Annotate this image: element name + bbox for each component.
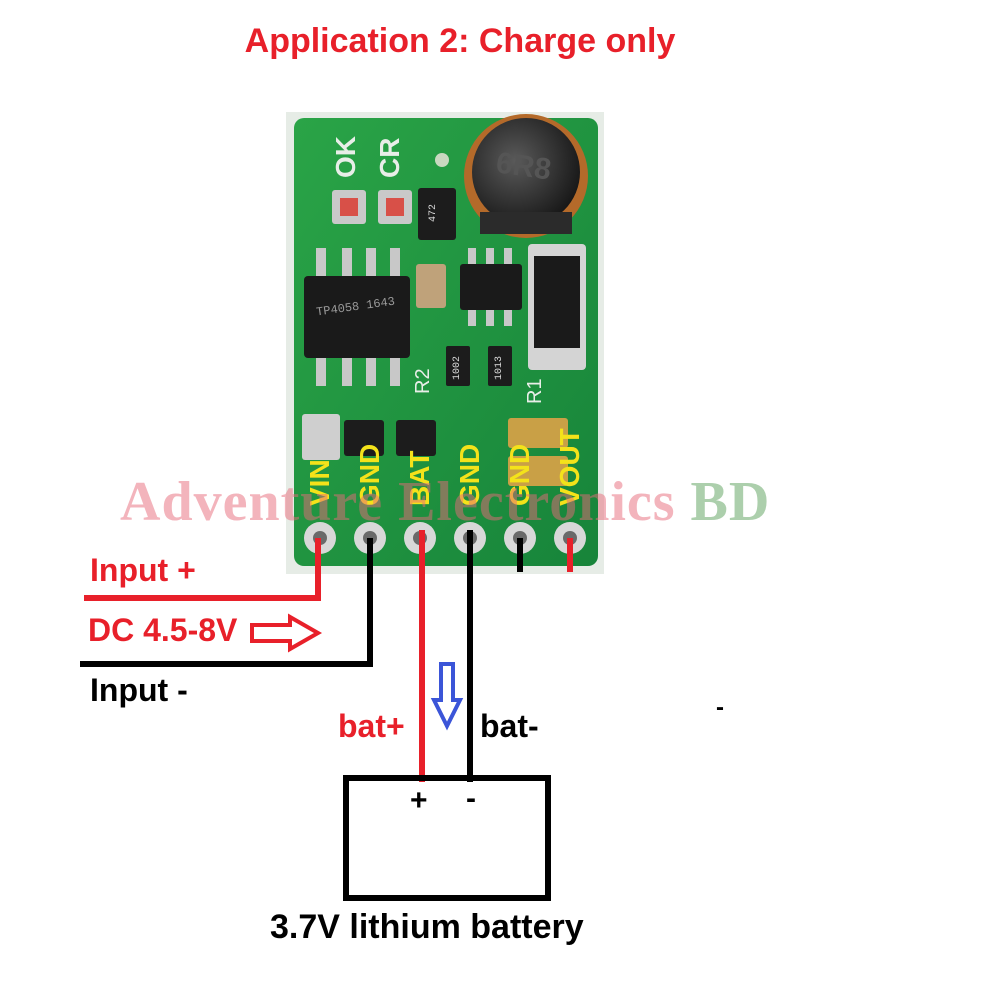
led-cr <box>378 190 412 224</box>
smd-marking-1002: 1002 <box>452 355 463 380</box>
resistor-472 <box>418 188 456 240</box>
battery-label: 3.7V lithium battery <box>270 908 584 946</box>
input-negative-wire <box>80 538 373 667</box>
led-ok <box>332 190 366 224</box>
stray-mark: - <box>716 694 724 721</box>
diagram-title: Application 2: Charge only <box>244 22 676 60</box>
input-plus-label: Input + <box>90 552 196 588</box>
header-resistor-b <box>396 420 436 456</box>
silkscreen-r1: R1 <box>524 378 546 404</box>
input-capacitor <box>302 414 340 460</box>
resistor-1002 <box>446 346 470 386</box>
input-minus-label: Input - <box>90 672 188 708</box>
schottky-diode <box>528 244 586 370</box>
watermark-main: Adventure Electronics <box>120 471 676 533</box>
bat-plus-label: bat+ <box>338 708 405 744</box>
battery-terminal-plus: + <box>410 784 428 817</box>
output-capacitor-2 <box>508 456 568 486</box>
mounting-hole <box>435 153 449 167</box>
smd-marking-472: 472 <box>428 203 439 222</box>
watermark: Adventure Electronics BD <box>120 470 770 534</box>
header-resistor-a <box>344 420 384 456</box>
smd-marking-1013: 1013 <box>494 355 505 380</box>
dc-range-label: DC 4.5-8V <box>88 612 238 648</box>
bat-minus-label: bat- <box>480 708 539 744</box>
battery-box <box>343 775 551 901</box>
resistor-1013 <box>488 346 512 386</box>
battery-terminal-minus: - <box>466 782 476 815</box>
input-positive-wire <box>84 538 321 601</box>
boost-ic <box>460 248 522 326</box>
output-capacitor-1 <box>508 418 568 448</box>
silkscreen-cr: CR <box>374 137 405 178</box>
inductor <box>464 114 588 238</box>
watermark-suffix: BD <box>690 471 771 533</box>
silkscreen-ok: OK <box>330 136 361 178</box>
charger-ic <box>304 248 410 386</box>
silkscreen-r2: R2 <box>412 368 434 394</box>
charge-direction-arrow <box>430 662 464 731</box>
input-arrow <box>250 613 323 653</box>
small-capacitor <box>416 264 446 308</box>
